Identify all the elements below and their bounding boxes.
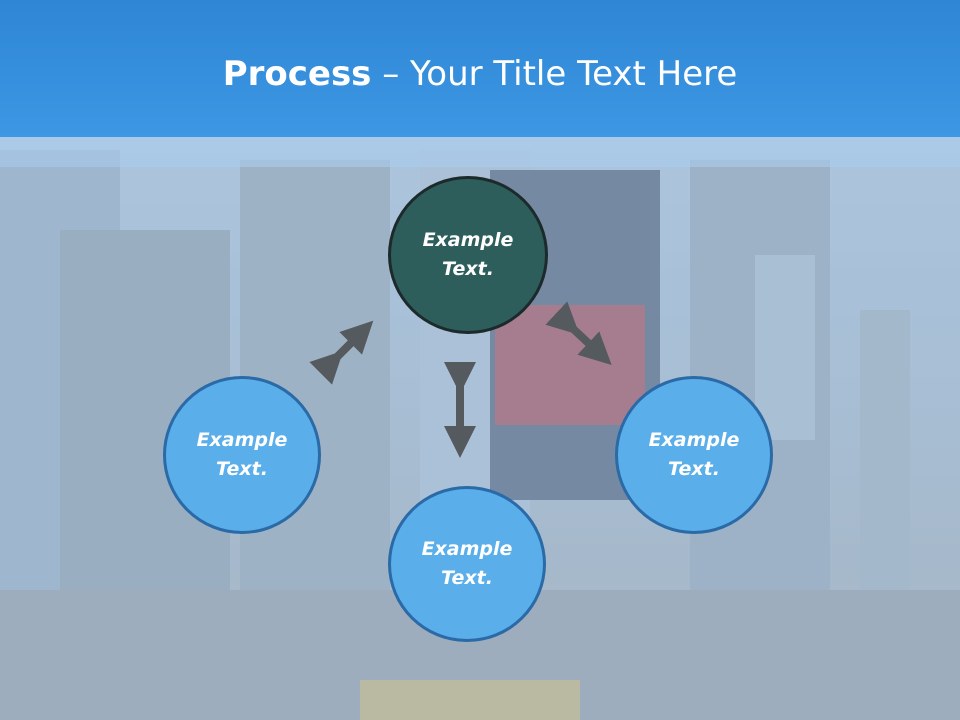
node-top-text: Example Text. <box>423 226 514 284</box>
node-right-line2: Text. <box>668 458 720 480</box>
node-right-text: Example Text. <box>649 426 740 484</box>
process-node-right[interactable]: Example Text. <box>615 376 773 534</box>
node-right-line1: Example <box>648 429 740 451</box>
node-left-text: Example Text. <box>197 426 288 484</box>
title-bold: Process <box>222 54 372 94</box>
process-node-top[interactable]: Example Text. <box>388 176 548 334</box>
process-node-left[interactable]: Example Text. <box>163 376 321 534</box>
node-top-line2: Text. <box>442 258 494 280</box>
title-bar <box>0 0 960 137</box>
node-bottom-line1: Example <box>421 538 513 560</box>
title-rest: – Your Title Text Here <box>371 54 738 94</box>
arrow-top-right <box>545 301 612 365</box>
node-left-line2: Text. <box>216 458 268 480</box>
node-bottom-text: Example Text. <box>422 535 513 593</box>
node-bottom-line2: Text. <box>441 567 493 589</box>
arrow-top-left <box>309 320 374 385</box>
title-strip <box>0 137 960 167</box>
node-left-line1: Example <box>196 429 288 451</box>
process-node-bottom[interactable]: Example Text. <box>388 486 546 642</box>
slide-title[interactable]: Process – Your Title Text Here <box>0 52 960 96</box>
node-top-line1: Example <box>422 229 514 251</box>
